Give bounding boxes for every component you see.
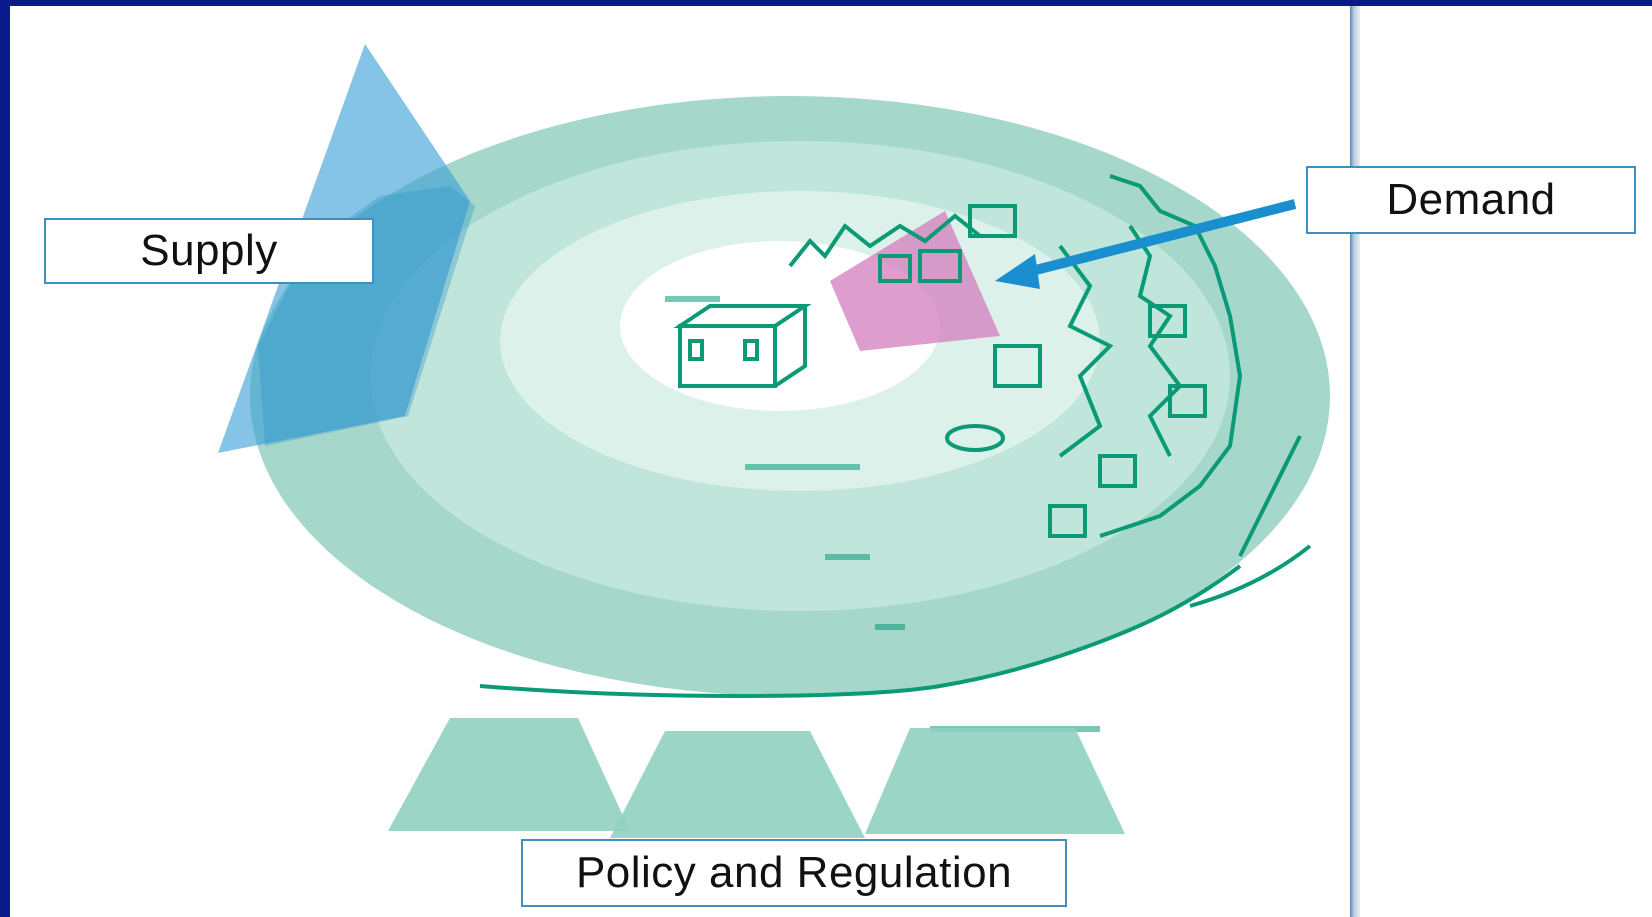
- slide-canvas: Supply Demand Policy and Regulation: [10, 6, 1652, 917]
- demand-label: Demand: [1306, 166, 1636, 234]
- policy-shape-3: [865, 728, 1125, 834]
- settlement-illustration: [673, 304, 812, 388]
- policy-shape-2: [610, 731, 865, 838]
- policy-shape-1: [388, 718, 630, 831]
- demand-shape: [830, 211, 1000, 351]
- houses-illustration: [479, 174, 1312, 699]
- slide-divider: [1350, 6, 1360, 917]
- diagram-graphic: [218, 44, 1330, 838]
- demand-arrowhead: [995, 254, 1040, 289]
- supply-label: Supply: [44, 218, 374, 284]
- policy-label: Policy and Regulation: [521, 839, 1067, 907]
- demand-arrow-line: [1018, 199, 1297, 279]
